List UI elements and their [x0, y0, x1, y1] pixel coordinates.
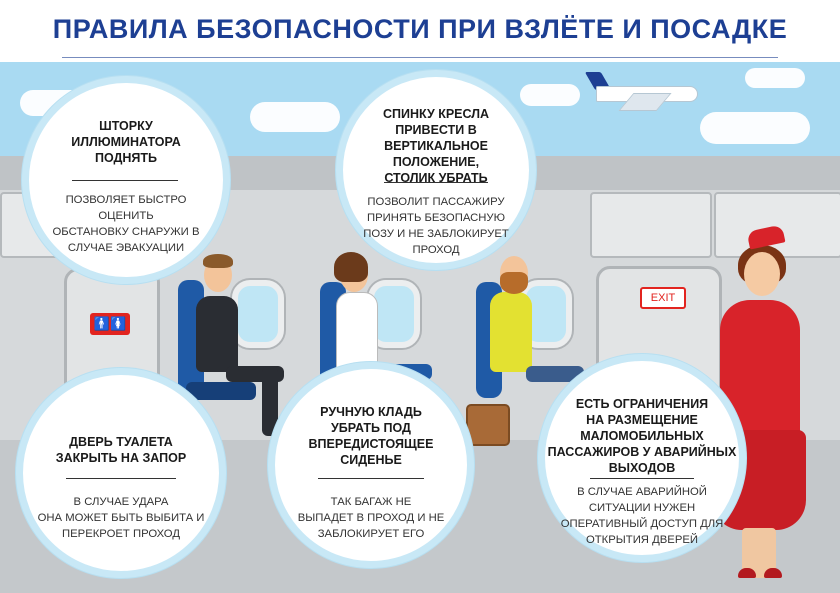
- cloud: [745, 68, 805, 88]
- tip-separator: [318, 478, 424, 479]
- tip-circle-emergency-exit: [538, 354, 746, 562]
- shoe: [764, 568, 782, 578]
- cloud: [520, 84, 580, 106]
- passenger-beard: [500, 272, 528, 294]
- title-underline: [62, 57, 778, 58]
- passenger-hair: [334, 252, 368, 282]
- tip-separator: [66, 478, 176, 479]
- window: [232, 280, 284, 348]
- flight-attendant-head: [744, 252, 780, 296]
- carry-on-bag: [466, 404, 510, 446]
- overhead-bin: [714, 192, 840, 258]
- cloud: [700, 112, 810, 144]
- passenger-torso: [336, 292, 378, 374]
- seat-cushion: [186, 382, 256, 400]
- passenger-torso: [196, 296, 238, 372]
- tip-separator: [72, 180, 178, 181]
- tip-circle-carry-on: [268, 362, 474, 568]
- passenger-hair: [203, 254, 233, 268]
- passenger-torso: [490, 292, 532, 372]
- passenger-leg: [262, 366, 278, 436]
- tip-separator: [590, 478, 694, 479]
- tip-circle-lavatory: [16, 368, 226, 578]
- shoe: [738, 568, 756, 578]
- overhead-bin: [590, 192, 712, 258]
- tip-circle-seat-back: [336, 70, 536, 270]
- tip-separator: [384, 182, 488, 183]
- cloud: [250, 102, 340, 132]
- page-title: ПРАВИЛА БЕЗОПАСНОСТИ ПРИ ВЗЛЁТЕ И ПОСАДК…: [52, 14, 788, 44]
- toilet-sign: 🚹🚺: [90, 313, 130, 335]
- exit-sign: EXIT: [640, 287, 686, 309]
- passenger-leg: [526, 366, 584, 382]
